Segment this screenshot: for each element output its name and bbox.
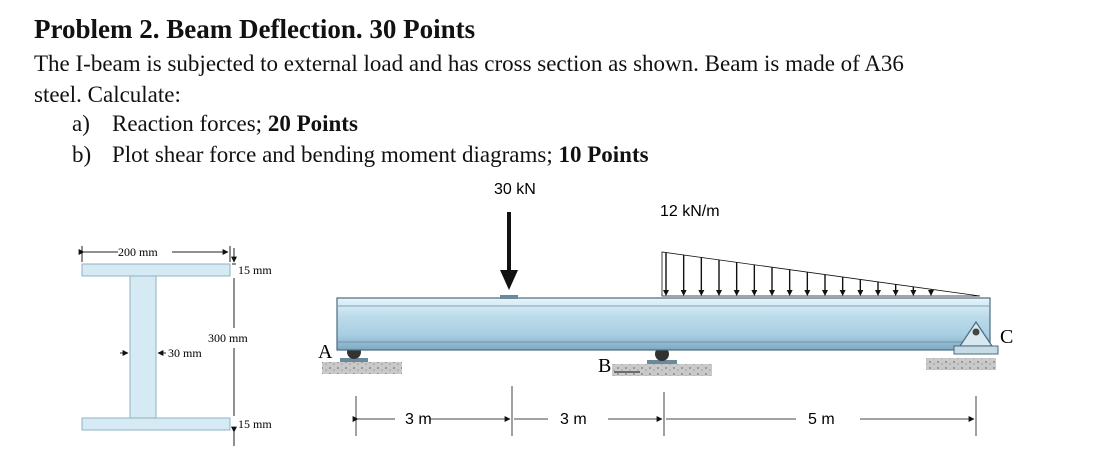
ground-c (926, 358, 996, 370)
dim-bottom-flange-thickness: 15 mm (238, 417, 272, 431)
distributed-load-arrowhead (663, 290, 669, 296)
distributed-load-arrowhead (769, 290, 775, 296)
dim-top-flange-thickness: 15 mm (238, 263, 272, 277)
distributed-load-arrowhead (857, 290, 864, 296)
web (129, 275, 157, 419)
distributed-load-label: 12 kN/m (660, 203, 720, 220)
beam-body (336, 297, 991, 351)
task-item-label: b) (72, 142, 92, 167)
ground-b (612, 364, 712, 376)
support-label-c: C (1000, 326, 1013, 348)
beam-elevation: 30 kN 12 kN/m A B C 3 m 3 m 5 m (318, 181, 1013, 436)
support-plate-a (340, 358, 368, 362)
distributed-load-arrowhead (680, 290, 687, 296)
task-item-a: a) Reaction forces; 20 Points (72, 111, 358, 137)
distributed-load-arrowhead (910, 290, 917, 296)
dim-flange-width: 200 mm (118, 245, 158, 259)
problem-title: Problem 2. Beam Deflection. 30 Points (34, 14, 476, 44)
distributed-load-arrowhead (698, 290, 705, 296)
task-item-b: b) Plot shear force and bending moment di… (72, 142, 649, 168)
dim-web-height: 300 mm (208, 331, 248, 345)
distributed-load-arrowhead (892, 290, 899, 296)
distributed-load-arrowhead (822, 290, 828, 296)
bottom-flange (81, 417, 231, 431)
task-item-label: a) (72, 111, 90, 136)
top-flange (81, 263, 231, 277)
distributed-load-arrowhead (751, 290, 758, 296)
task-item-points: 20 Points (267, 111, 358, 136)
span-load-c-label: 5 m (808, 411, 835, 428)
ground-a (322, 362, 402, 374)
problem-intro-line1: The I-beam is subjected to external load… (34, 51, 904, 76)
span-b-load-label: 3 m (560, 411, 587, 428)
distributed-load-arrowhead (786, 290, 793, 296)
distributed-load-arrowhead (733, 290, 740, 296)
dim-web-thickness: 30 mm (168, 346, 202, 360)
task-item-text: Reaction forces; (112, 111, 268, 136)
span-ab-label: 3 m (405, 411, 432, 428)
problem-intro-line2: steel. Calculate: (34, 82, 181, 107)
distributed-load-arrowhead (928, 290, 934, 296)
task-item-text: Plot shear force and bending moment diag… (112, 142, 559, 167)
distributed-load-arrowhead (875, 290, 881, 296)
distributed-load-outline (661, 251, 981, 297)
point-load-label: 30 kN (494, 181, 536, 198)
support-label-a: A (318, 341, 333, 363)
distributed-load-arrows (663, 252, 934, 296)
distributed-load-arrowhead (716, 290, 722, 296)
task-item-points: 10 Points (558, 142, 649, 167)
distributed-load-arrowhead (804, 290, 811, 296)
distributed-load-arrowhead (839, 290, 846, 296)
support-label-b: B (598, 355, 611, 377)
i-beam-cross-section: 200 mm 15 mm 300 mm 30 mm 15 mm (78, 245, 272, 446)
support-plate-b (647, 360, 677, 364)
